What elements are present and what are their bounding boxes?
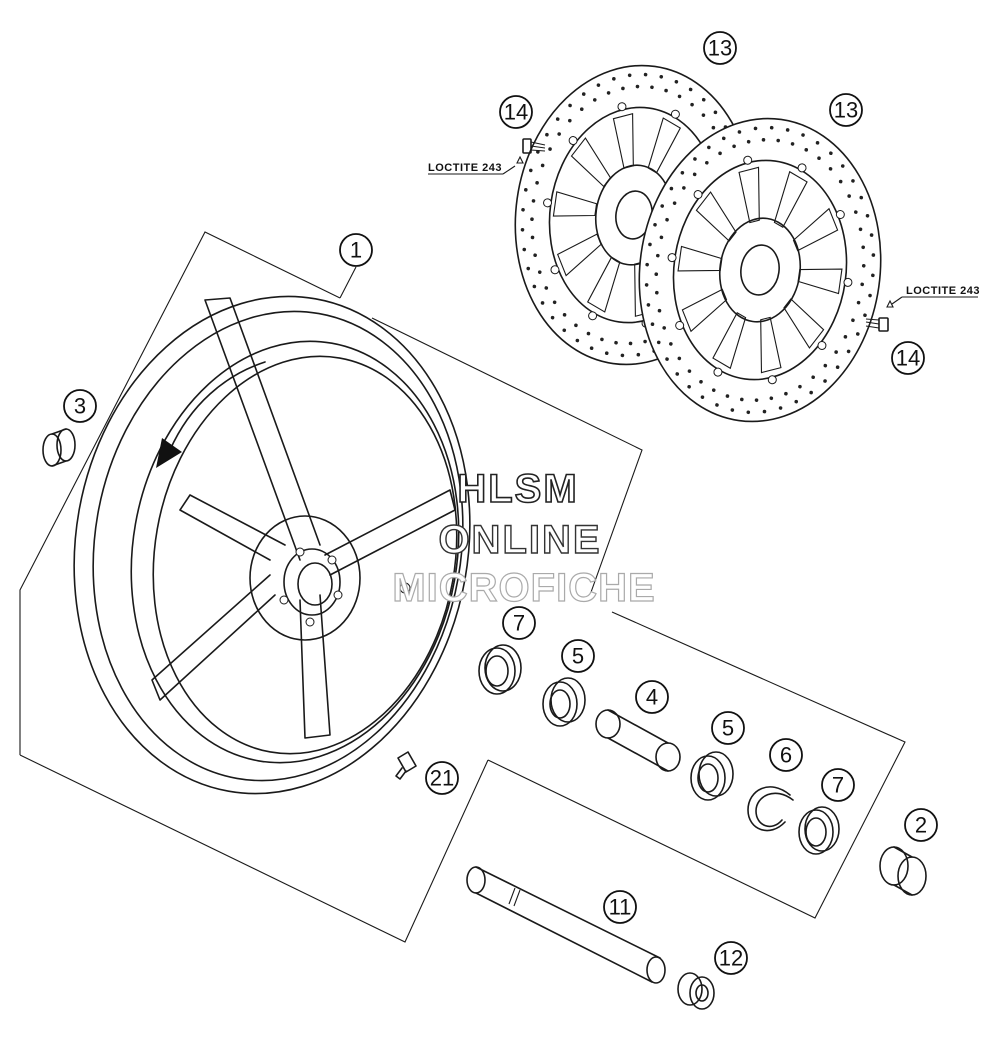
axle-nut-part-12 <box>677 972 715 1010</box>
bearing-part-5-left <box>542 677 586 727</box>
callout-5-left: 5 <box>561 639 595 673</box>
callout-12: 12 <box>714 941 748 975</box>
svg-text:6: 6 <box>780 743 792 768</box>
svg-text:5: 5 <box>572 644 584 669</box>
sleeve-part-4 <box>595 709 681 772</box>
callout-2: 2 <box>904 808 938 842</box>
svg-text:7: 7 <box>832 773 844 798</box>
front-wheel <box>73 295 471 795</box>
svg-text:1: 1 <box>350 238 362 263</box>
callout-7-left: 7 <box>502 606 536 640</box>
svg-text:4: 4 <box>646 685 658 710</box>
valve-part-21 <box>395 751 417 780</box>
callout-3: 3 <box>63 389 97 423</box>
callout-14-left: 14 <box>499 95 533 129</box>
callout-7-right: 7 <box>821 768 855 802</box>
callout-1: 1 <box>339 233 373 267</box>
watermark-line-1: HLSM <box>457 467 578 511</box>
callout-13-rear: 13 <box>703 31 737 65</box>
svg-text:14: 14 <box>896 346 920 371</box>
disc-bolt-right <box>865 299 894 332</box>
svg-text:11: 11 <box>609 895 632 920</box>
wheel-panel-frame <box>19 231 643 943</box>
spacer-part-3 <box>42 428 76 467</box>
svg-text:12: 12 <box>719 946 743 971</box>
callout-13-front: 13 <box>829 93 863 127</box>
svg-text:13: 13 <box>708 36 732 61</box>
svg-text:7: 7 <box>513 611 525 636</box>
disc-bolt-left <box>516 138 546 164</box>
circlip-part-6 <box>747 786 794 832</box>
watermark-line-3: MICROFICHE <box>392 566 655 610</box>
callout-14-right: 14 <box>891 341 925 375</box>
watermark-line-2: ONLINE <box>438 518 601 562</box>
loctite-note-left-text: LOCTITE 243 <box>428 162 502 174</box>
svg-text:21: 21 <box>430 766 454 791</box>
svg-text:3: 3 <box>74 394 86 419</box>
callout-6: 6 <box>769 738 803 772</box>
brake-disc-front <box>638 117 882 423</box>
svg-text:2: 2 <box>915 813 927 838</box>
loctite-note-right-text: LOCTITE 243 <box>906 285 980 297</box>
svg-text:5: 5 <box>722 716 734 741</box>
watermark: HLSM ONLINE MICROFICHE <box>392 466 656 610</box>
svg-text:13: 13 <box>834 98 858 123</box>
spacer-part-2 <box>879 846 927 896</box>
hub-parts-panel-frame <box>487 611 906 919</box>
leader-lines <box>339 266 357 299</box>
loctite-note-left: LOCTITE 243 <box>428 162 516 175</box>
bearing-part-5-right <box>690 751 734 801</box>
axle-part-11 <box>466 866 666 984</box>
callout-21: 21 <box>425 761 459 795</box>
seal-part-7-left <box>478 644 522 695</box>
callout-4: 4 <box>635 680 669 714</box>
seal-part-7-right <box>798 806 840 855</box>
svg-text:14: 14 <box>504 100 528 125</box>
loctite-note-right: LOCTITE 243 <box>891 285 980 305</box>
callout-11: 11 <box>603 890 637 924</box>
callout-5-right: 5 <box>711 711 745 745</box>
